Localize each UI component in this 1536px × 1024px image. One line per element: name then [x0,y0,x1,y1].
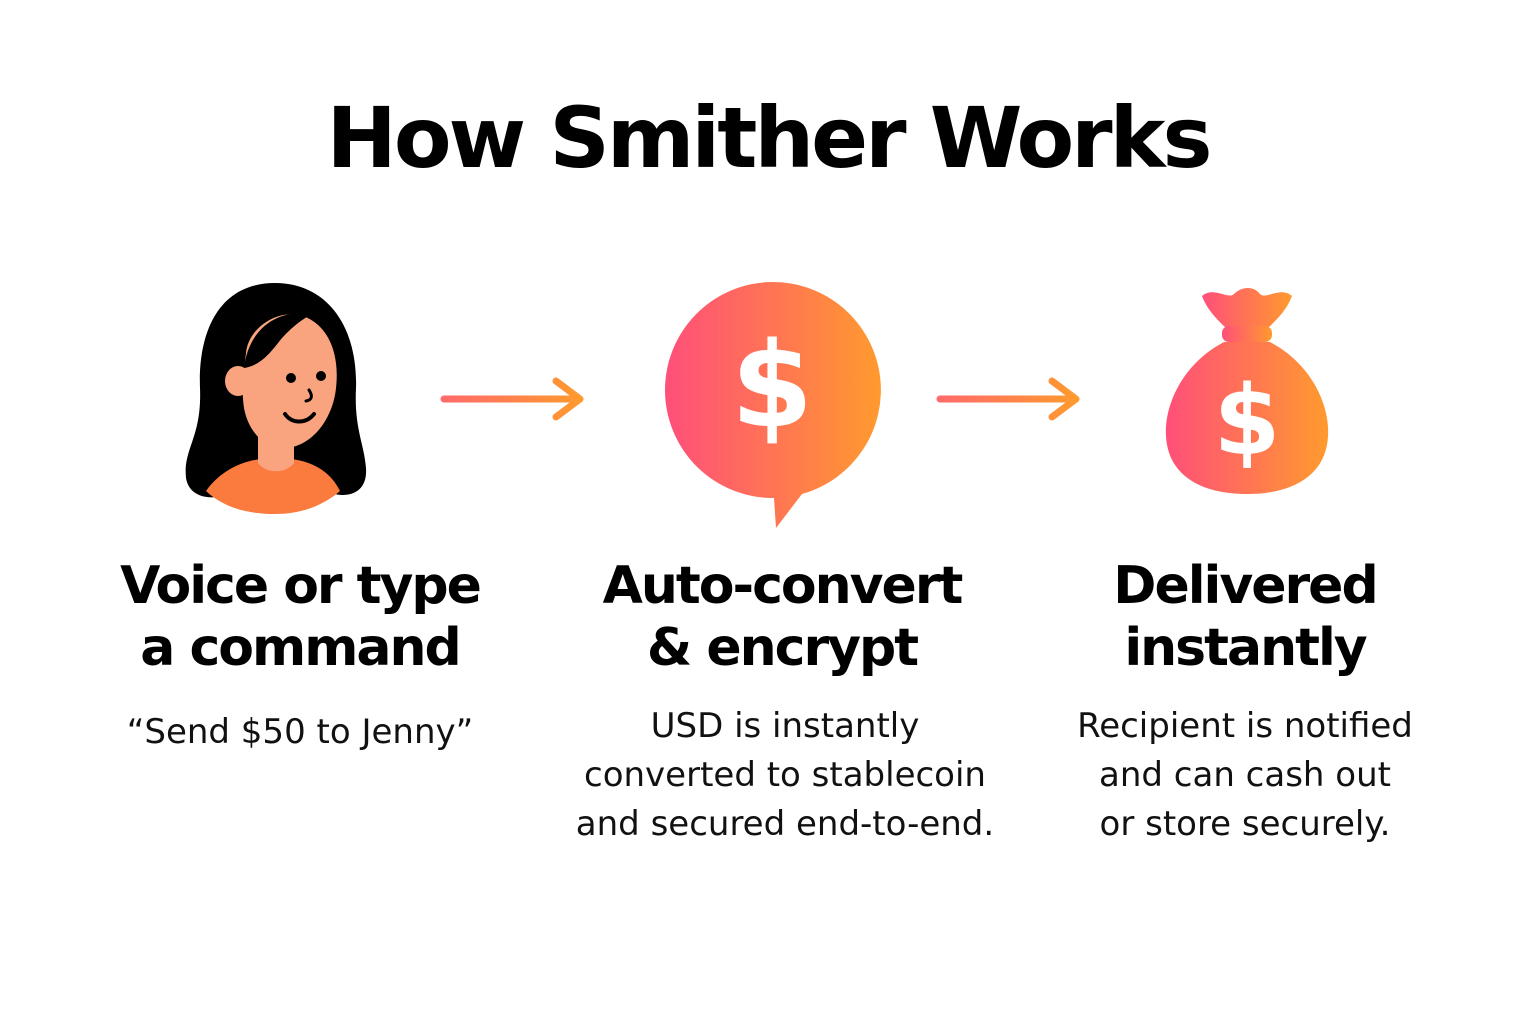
step-3-description: Recipient is notified and can cash out o… [1077,706,1413,844]
dollar-chat-bubble-icon: $ [664,281,881,528]
money-bag-icon: $ [1165,288,1329,494]
step-1-description: “Send $50 to Jenny” [126,712,474,752]
arrow-right-icon [936,377,1080,421]
svg-text:$: $ [1214,365,1281,477]
step-2-description: USD is instantly converted to stablecoin… [575,706,995,844]
page-title: How Smither Works [326,89,1213,187]
person-icon [185,283,367,514]
svg-text:$: $ [731,316,813,454]
step-1-heading: Voice or type a command [120,556,482,678]
step-2-heading: Auto-convert & encrypt [602,556,964,678]
step-3-heading: Delivered instantly [1113,556,1378,678]
arrow-right-icon [440,377,584,421]
